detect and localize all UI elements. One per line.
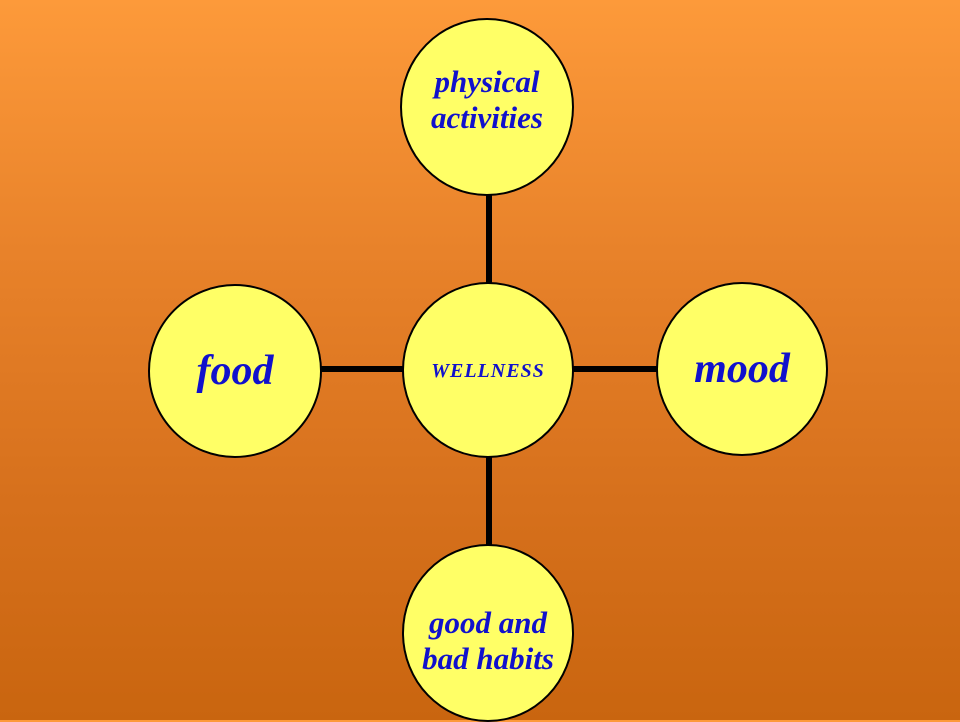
connector-bottom [486,452,492,548]
node-physical-activities-label: physical activities [431,64,543,135]
node-food-label: food [196,348,274,394]
node-mood: mood [656,282,828,456]
node-food: food [148,284,322,458]
node-mood-label: mood [694,346,790,392]
center-node-wellness: WELLNESS [402,282,574,458]
connector-right [572,366,660,372]
connector-top [486,192,492,288]
node-good-and-bad-habits-label: good and bad habits [422,605,554,676]
node-good-and-bad-habits: good and bad habits [402,544,574,722]
center-node-label: WELLNESS [431,359,545,382]
node-physical-activities: physical activities [400,18,574,196]
connector-left [320,366,406,372]
